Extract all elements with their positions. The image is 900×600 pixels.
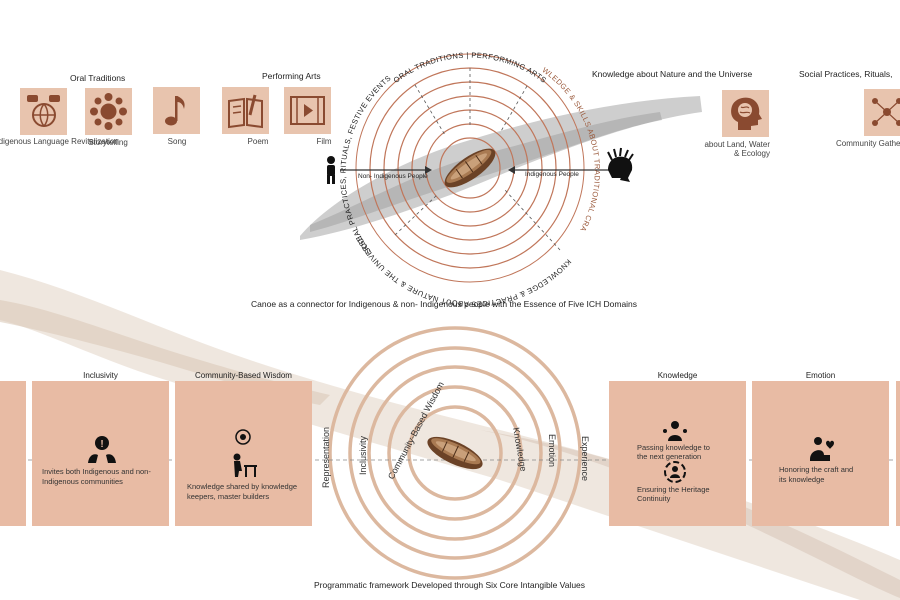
non-indigenous-label: Non- Indigenous People — [358, 173, 428, 180]
network-people-icon — [872, 98, 900, 126]
card-knowledge-title: Knowledge — [657, 371, 698, 380]
card-community-text-2: keepers, master builders — [187, 492, 270, 501]
continuity-icon — [664, 461, 686, 483]
svg-text:!: ! — [100, 439, 103, 450]
language-revitalization-tile — [20, 88, 67, 135]
card-emotion: Honoring the craft and its knowledge — [752, 381, 889, 526]
card-emotion-text-1: Honoring the craft and — [779, 465, 854, 474]
ring-label-inclusivity: Inclusivity — [358, 435, 368, 475]
card-inclusivity: ! Invites both Indigenous and non- Indig… — [32, 381, 169, 526]
ring-label-emotion: Emotion — [547, 434, 557, 467]
card-emotion-title: Emotion — [805, 371, 836, 380]
ecology-label-1: about Land, Water — [704, 140, 770, 149]
builder-icon — [233, 429, 257, 477]
card-knowledge-text-3: Ensuring the Heritage — [637, 485, 710, 494]
card-community-title: Community-Based Wisdom — [195, 371, 292, 380]
bottom-caption: Programmatic framework Developed through… — [314, 580, 586, 590]
heart-hand-icon — [810, 437, 834, 461]
poem-label: Poem — [247, 137, 269, 146]
book-pen-icon — [228, 94, 263, 129]
song-tile — [153, 87, 200, 134]
card-experience-partial — [896, 381, 900, 526]
card-inclusivity-title: Inclusivity — [83, 371, 118, 380]
card-inclusivity-text-1: Invites both Indigenous and non- — [42, 467, 151, 476]
poem-tile — [222, 87, 269, 134]
ring-label-representation: Representation — [321, 427, 331, 488]
teacher-icon — [663, 421, 687, 441]
performing-arts-title: Performing Arts — [262, 71, 321, 81]
globe-chat-icon — [27, 95, 60, 128]
card-knowledge-text-1: Passing knowledge to — [637, 443, 710, 452]
ring-label-experience: Experience — [580, 436, 590, 481]
domain-arrows — [394, 68, 561, 251]
ecology-label-2: & Ecology — [733, 149, 770, 158]
headdress-figure — [607, 147, 634, 182]
social-practices-title: Social Practices, Rituals, — [799, 69, 893, 79]
song-label: Song — [167, 137, 187, 146]
nature-title: Knowledge about Nature and the Universe — [592, 69, 753, 79]
card-knowledge-text-2: the next generation — [637, 452, 702, 461]
card-inclusivity-text-2: Indigenous communities — [42, 477, 123, 486]
music-note-icon — [165, 96, 185, 126]
value-rings — [328, 326, 582, 580]
language-label: Indigenous Language Revitalization — [0, 137, 119, 146]
storytelling-tile — [85, 88, 132, 135]
film-tile — [284, 87, 331, 134]
storytelling-label: Storytelling — [88, 138, 128, 147]
community-gathering-tile — [864, 89, 900, 136]
head-globe-icon — [731, 97, 762, 130]
card-community: Knowledge shared by knowledge keepers, m… — [175, 381, 312, 526]
film-label: Film — [316, 137, 332, 146]
card-emotion-text-2: its knowledge — [779, 475, 825, 484]
canoe-top — [444, 148, 496, 188]
oral-traditions-title: Oral Traditions — [70, 73, 126, 83]
top-caption: Canoe as a connector for Indigenous & no… — [251, 299, 638, 309]
circle-group-icon — [90, 93, 127, 130]
card-community-text-1: Knowledge shared by knowledge — [187, 482, 298, 491]
person-figure — [327, 156, 335, 184]
indigenous-label: Indigenous People — [525, 171, 579, 178]
canoe-bottom — [427, 436, 483, 470]
ecology-tile — [722, 90, 769, 137]
film-icon — [290, 96, 325, 125]
card-representation-partial — [0, 381, 26, 526]
community-gathering-label: Community Gathe — [836, 139, 900, 148]
card-knowledge: Passing knowledge to the next generation… — [609, 381, 746, 526]
card-knowledge-text-4: Continuity — [637, 494, 671, 503]
speech-people-icon: ! — [88, 436, 116, 463]
